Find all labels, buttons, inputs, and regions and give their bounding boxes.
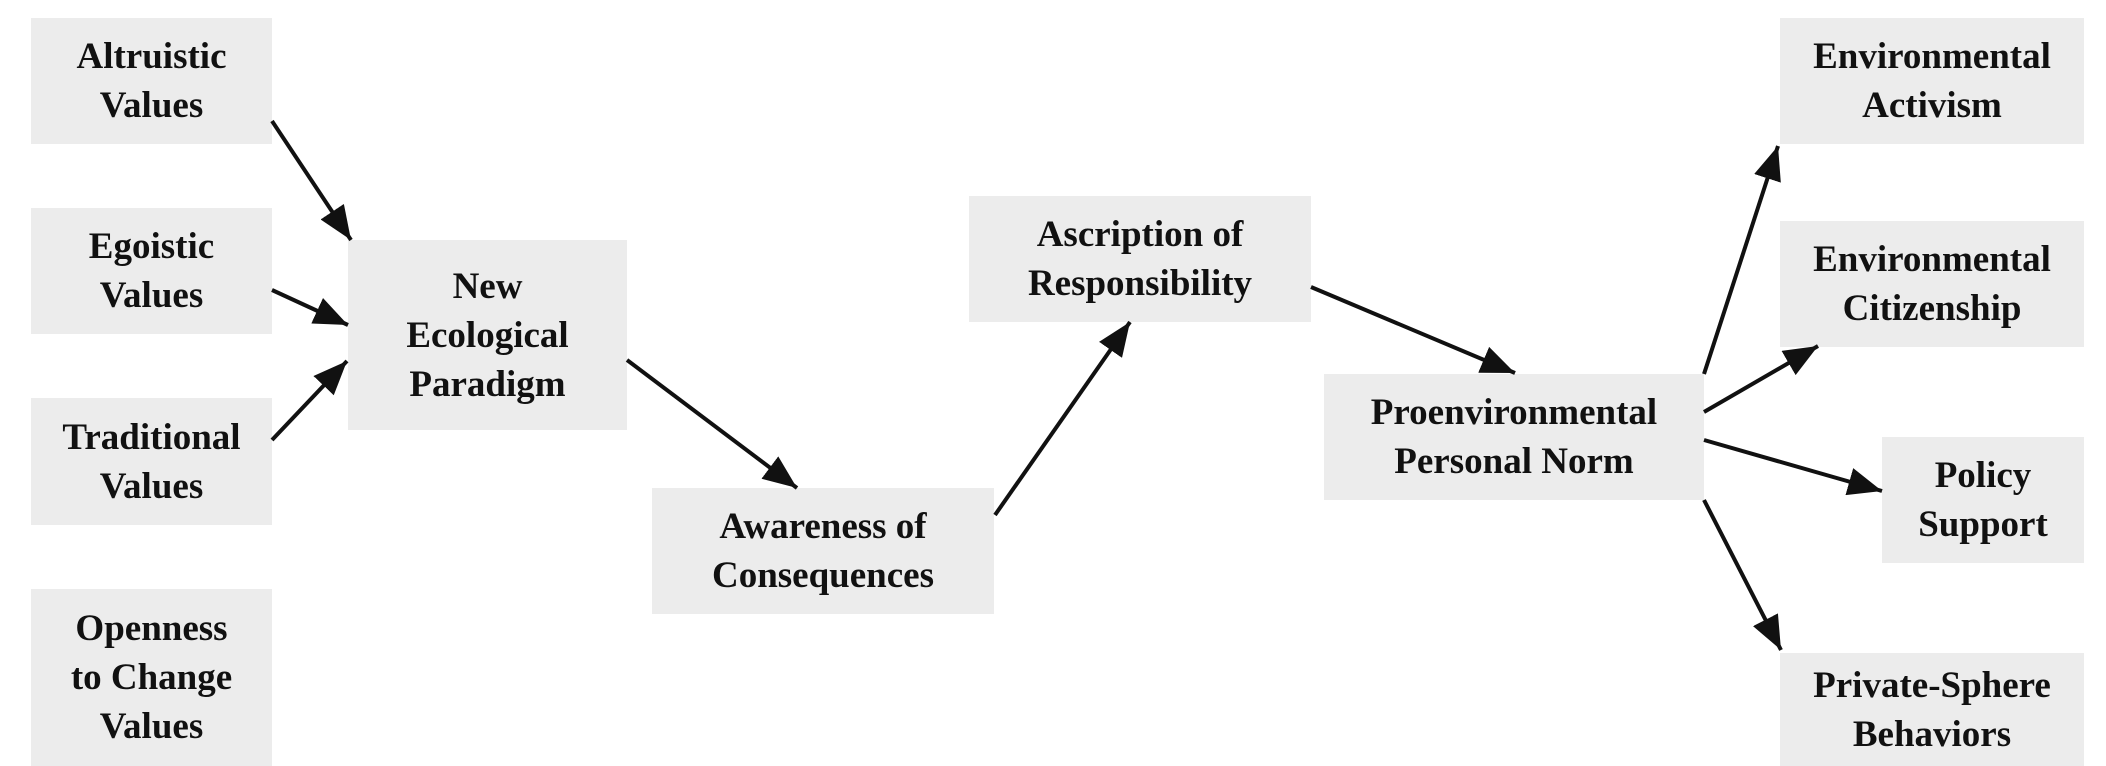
node-proenvironmental-personal-norm: Proenvironmental Personal Norm (1324, 374, 1704, 500)
node-traditional-values: Traditional Values (31, 398, 272, 525)
node-label: Egoistic Values (88, 226, 215, 316)
arrow-nep-to-awareness (625, 358, 799, 490)
node-private-sphere-behaviors: Private-Sphere Behaviors (1780, 653, 2084, 766)
arrow-norm-to-activism (1702, 145, 1781, 375)
node-egoistic-values: Egoistic Values (31, 208, 272, 334)
arrow-norm-to-policy (1703, 438, 1883, 496)
node-label: New Ecological Paradigm (406, 265, 569, 405)
node-label: Awareness of Consequences (711, 506, 935, 596)
arrow-ascription-to-norm (1310, 285, 1516, 375)
node-label: Openness to Change Values (70, 608, 233, 747)
node-altruistic-values: Altruistic Values (31, 18, 272, 144)
node-new-ecological-paradigm: New Ecological Paradigm (348, 240, 627, 430)
arrow-egoistic-to-nep (271, 288, 349, 327)
node-label: Private-Sphere Behaviors (1813, 664, 2051, 755)
arrow-norm-to-citizenship (1702, 344, 1820, 414)
node-openness-to-change-values: Openness to Change Values (31, 589, 272, 766)
node-label: Environmental Activism (1813, 36, 2051, 126)
node-label: Environmental Citizenship (1813, 239, 2051, 329)
node-awareness-of-consequences: Awareness of Consequences (652, 488, 994, 614)
node-policy-support: Policy Support (1882, 437, 2084, 563)
arrow-altruistic-to-nep (270, 119, 353, 242)
arrow-traditional-to-nep (270, 359, 349, 442)
node-label: Traditional Values (62, 416, 241, 507)
arrow-awareness-to-ascription (993, 320, 1132, 517)
node-ascription-of-responsibility: Ascription of Responsibility (969, 196, 1311, 322)
node-environmental-activism: Environmental Activism (1780, 18, 2084, 144)
node-label: Ascription of Responsibility (1027, 214, 1253, 304)
node-label: Policy Support (1918, 455, 2048, 545)
arrow-norm-to-private (1702, 499, 1783, 651)
node-label: Proenvironmental Personal Norm (1370, 392, 1658, 482)
node-label: Altruistic Values (76, 36, 227, 126)
node-environmental-citizenship: Environmental Citizenship (1780, 221, 2084, 347)
